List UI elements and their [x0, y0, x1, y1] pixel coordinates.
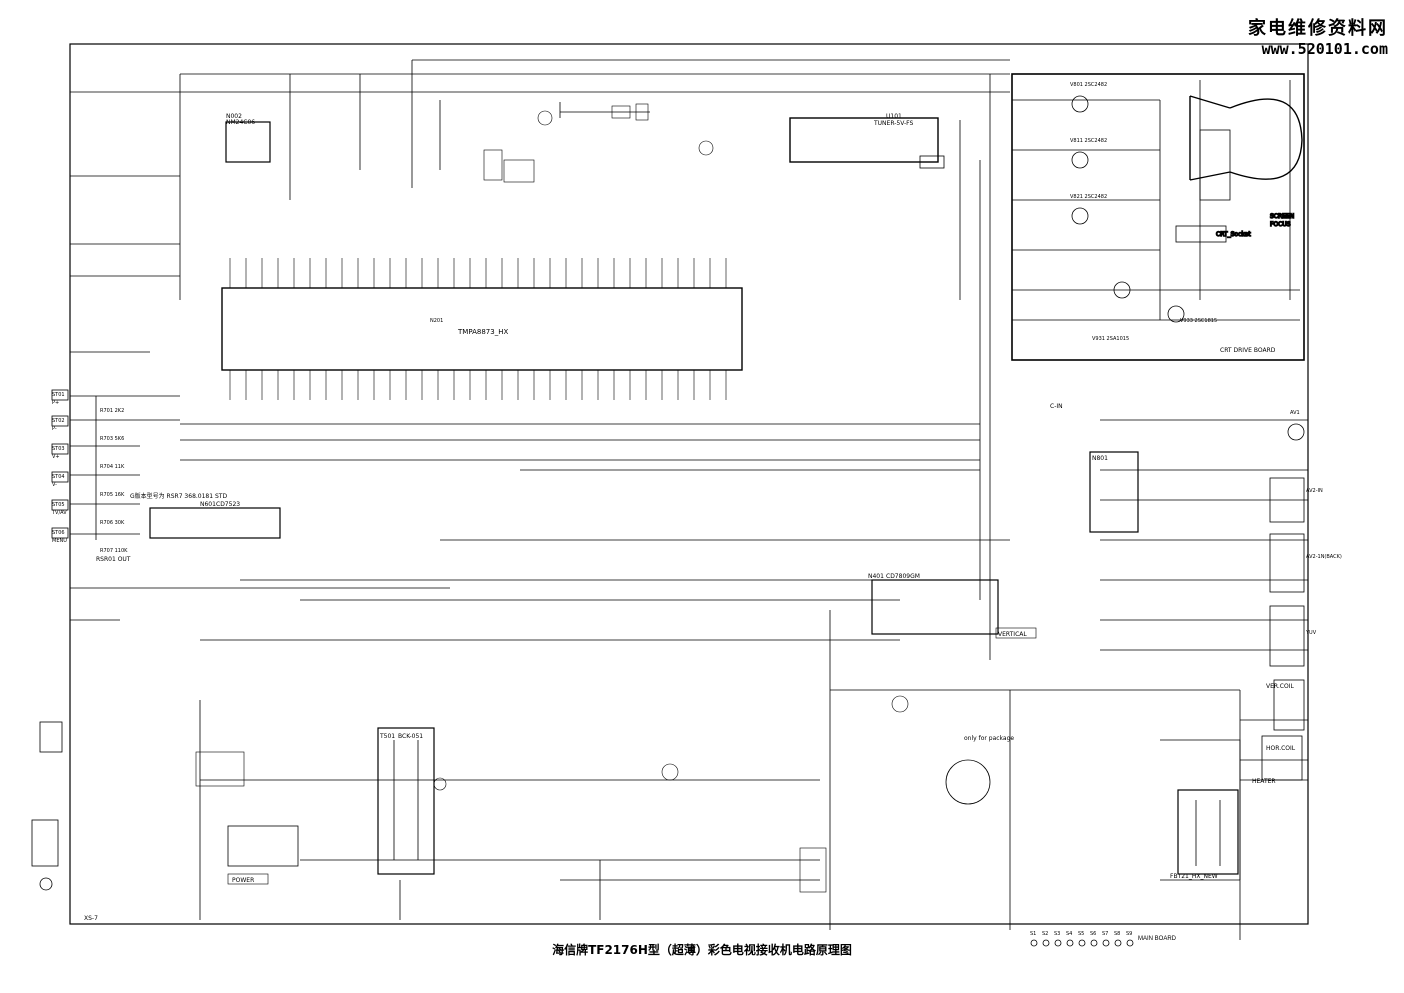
crt-transistor-1: V801 2SC2482: [1070, 82, 1107, 88]
key-label-3: V+: [52, 454, 60, 460]
key-switches: [51, 389, 69, 539]
key-res-6: R707 110K: [100, 548, 128, 554]
ver-coil-label: VER.COIL: [1266, 683, 1294, 690]
av-in-label: AV2-IN: [1306, 488, 1323, 494]
key-res-1: R701 2K2: [100, 408, 124, 414]
package-note: only for package: [945, 735, 1014, 805]
power-label: POWER: [232, 877, 254, 884]
crt-transistor-2: V811 2SC2482: [1070, 138, 1107, 144]
crt-socket-label: CRT_Socket: [1216, 231, 1251, 238]
s-pad-8: S8: [1114, 931, 1120, 937]
eeprom-part: NM24C06: [226, 119, 255, 126]
main-ic-n201: N201 TMPA8873_HX: [221, 258, 743, 400]
crt-transistor-3: V821 2SC2482: [1070, 194, 1107, 200]
flyback-part: FBT21_HX_NEW: [1170, 873, 1218, 880]
vertical-label: VERTICAL: [998, 631, 1027, 638]
yuv-label: YUV: [1305, 630, 1317, 636]
focus-label: FOCUS: [1270, 221, 1291, 228]
watermark: 家电维修资料网 www.520101.com: [1248, 14, 1388, 58]
key-ref-3: ST03: [52, 446, 65, 452]
s-pad-1: S1: [1030, 931, 1036, 937]
av-side-label: AV1: [1290, 410, 1300, 416]
s-pad-4: S4: [1066, 931, 1072, 937]
s-pads: [1030, 939, 1134, 947]
key-ref-1: ST01: [52, 392, 65, 398]
key-ref-4: ST04: [52, 474, 65, 480]
main-board-label: MAIN BOARD: [1138, 936, 1177, 942]
ac-input: [31, 721, 63, 891]
key-label-1: P+: [52, 400, 59, 406]
only-for-package-label: only for package: [964, 735, 1014, 742]
xs7-label: XS-7: [84, 915, 98, 922]
power-transformer: T501 BCK-051: [377, 727, 435, 875]
audio-ic-ref: N601: [200, 501, 216, 508]
key-label-4: V-: [52, 482, 57, 488]
component-marks: [195, 103, 909, 893]
vertical-ic-part: CD7809GM: [886, 573, 920, 580]
key-label-5: TV/AV: [51, 510, 67, 516]
key-ref-5: ST05: [52, 502, 65, 508]
s-pad-9: S9: [1126, 931, 1132, 937]
tuner-module: U101 TUNER-5V-FS: [789, 113, 945, 169]
s-pad-7: S7: [1102, 931, 1108, 937]
tuner-part: TUNER-5V-FS: [873, 120, 914, 127]
crt-tube: CRT_Socket SCREEN FOCUS: [1175, 95, 1303, 243]
key-ref-6: ST06: [52, 530, 65, 536]
g-version-note: G版本型号为 RSR7 368.0181 STD: [130, 492, 227, 500]
key-label-6: MENU: [52, 538, 67, 544]
power-tx-part: BCK-051: [398, 733, 423, 740]
s-pad-labels: S1 S2 S3 S4 S5 S6 S7 S8 S9: [1030, 931, 1132, 937]
s-pad-6: S6: [1090, 931, 1096, 937]
crt-transistors: [1071, 95, 1185, 323]
s-pad-5: S5: [1078, 931, 1084, 937]
hor-coil-label: HOR.COIL: [1266, 745, 1296, 752]
key-labels: ST01 P+ ST02 P- ST03 V+ ST04 V- ST05 TV/…: [51, 392, 128, 554]
tuner-ref: U101: [886, 113, 902, 120]
switch-ic-ref: N801: [1092, 455, 1108, 462]
schematic-title: 海信牌TF2176H型（超薄）彩色电视接收机电路原理图: [552, 943, 852, 957]
main-ic-ref: N201: [430, 318, 443, 324]
audio-ic-part: CD7523: [216, 501, 240, 508]
c-in-label: C-IN: [1050, 403, 1063, 410]
vertical-ic: N401 CD7809GM VERTICAL: [868, 573, 1037, 639]
watermark-cn: 家电维修资料网: [1248, 18, 1388, 39]
s-pad-3: S3: [1054, 931, 1060, 937]
schematic-frame: [69, 43, 1309, 925]
key-res-4: R705 16K: [100, 492, 125, 498]
crt-transistor-4: V931 2SA1015: [1092, 336, 1129, 342]
power-section-box: POWER: [227, 825, 299, 885]
deflection-coils: VER.COIL HOR.COIL HEATER: [1252, 679, 1305, 785]
av-connectors: [1269, 423, 1305, 667]
flyback-transformer: FBT21_HX_NEW: [1170, 789, 1239, 880]
av-back-label: AV2-1N(BACK): [1306, 554, 1342, 560]
s-pad-2: S2: [1042, 931, 1048, 937]
wiring: [70, 59, 1308, 940]
audio-ic: N601 CD7523 G版本型号为 RSR7 368.0181 STD RSR…: [96, 492, 281, 563]
switch-ic: N801: [1089, 451, 1139, 533]
key-res-5: R706 30K: [100, 520, 125, 526]
vertical-ic-ref: N401: [868, 573, 884, 580]
eeprom-chip: N002 NM24C06: [225, 113, 271, 163]
crt-board-label: CRT DRIVE BOARD: [1220, 347, 1276, 354]
watermark-url: www.520101.com: [1261, 40, 1388, 58]
crt-transistor-5: V933 2SC1815: [1180, 318, 1217, 324]
eeprom-ref: N002: [226, 113, 242, 120]
screen-label: SCREEN: [1270, 213, 1294, 220]
main-ic-part: TMPA8873_HX: [457, 328, 508, 336]
key-res-2: R703 5K6: [100, 436, 124, 442]
av-labels: AV2-IN AV2-1N(BACK) YUV AV1 C-IN: [1050, 403, 1342, 636]
heater-label: HEATER: [1252, 778, 1276, 785]
crt-transistor-labels: V801 2SC2482 V811 2SC2482 V821 2SC2482 V…: [1070, 82, 1217, 342]
key-res-3: R704 11K: [100, 464, 125, 470]
key-ref-2: ST02: [52, 418, 65, 424]
rsr-out-label: RSR01 OUT: [96, 556, 131, 563]
power-tx-ref: T501: [379, 733, 395, 740]
key-label-2: P-: [52, 426, 57, 432]
